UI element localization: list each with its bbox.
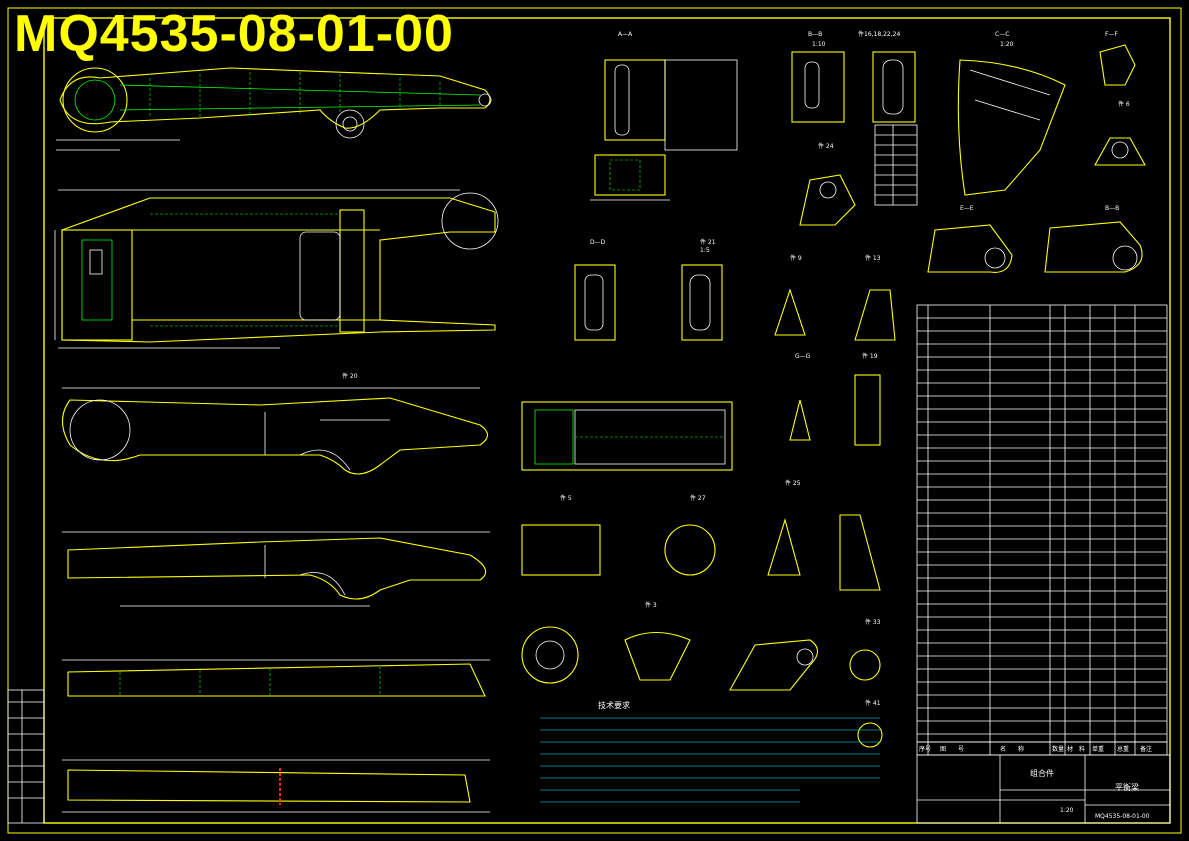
svg-text:件 27: 件 27 (690, 494, 706, 502)
svg-text:单重: 单重 (1092, 745, 1104, 753)
section-e-e-d-d (927, 221, 1143, 273)
plan-view (54, 189, 499, 349)
svg-text:件 21: 件 21 (700, 238, 716, 246)
svg-text:件 20: 件 20 (342, 372, 358, 380)
svg-text:E—E: E—E (960, 205, 974, 212)
view-labels: A—A B—B 件16,18,22,24 C—C F—F 件 6 件 24 E—… (342, 30, 1130, 707)
part-21-view (62, 531, 490, 607)
title-block: 组合件 平衡梁 MQ4535-08-01-00 1:20 (916, 754, 1171, 824)
svg-text:D—D: D—D (590, 239, 606, 246)
svg-text:件 5: 件 5 (560, 494, 572, 502)
title-code: MQ4535-08-01-00 (1095, 813, 1150, 820)
main-elevation-view (56, 67, 492, 151)
svg-text:件 41: 件 41 (865, 699, 881, 707)
parts-list-table (916, 304, 1168, 756)
svg-text:名 称: 名 称 (1000, 745, 1024, 753)
svg-text:件 24: 件 24 (818, 142, 834, 150)
svg-text:件 3: 件 3 (645, 601, 657, 609)
section-a-a (590, 59, 738, 201)
title-scale: 1:20 (1060, 807, 1074, 814)
svg-text:1:10: 1:10 (812, 41, 826, 48)
svg-text:1:20: 1:20 (1000, 41, 1014, 48)
frame-view (521, 401, 733, 471)
technical-notes: 技术要求 (540, 700, 880, 803)
svg-text:序号: 序号 (919, 745, 931, 753)
svg-text:备注: 备注 (1140, 745, 1152, 753)
notes-title: 技术要求 (598, 700, 630, 710)
svg-text:总重: 总重 (1117, 745, 1129, 753)
left-revision-strip (7, 689, 45, 824)
svg-text:件 25: 件 25 (785, 479, 801, 487)
inner-frame (43, 17, 1171, 824)
misc-small-parts (521, 174, 896, 748)
svg-text:F—F: F—F (1105, 31, 1118, 38)
svg-text:A—A: A—A (618, 31, 633, 38)
svg-text:B—B: B—B (808, 31, 822, 38)
flat-bar-views (62, 659, 490, 813)
svg-text:件 6: 件 6 (1118, 100, 1130, 108)
svg-text:件 13: 件 13 (865, 254, 881, 262)
outer-frame (7, 7, 1182, 834)
section-b-b (791, 51, 916, 123)
section-c-c (957, 59, 1066, 196)
svg-text:件 9: 件 9 (790, 254, 802, 262)
svg-text:材 料: 材 料 (1067, 745, 1085, 753)
section-f-f (1099, 44, 1136, 86)
title-assembly: 组合件 (1030, 768, 1054, 778)
part-6-view (1094, 137, 1146, 166)
svg-text:件 33: 件 33 (865, 618, 881, 626)
svg-text:件16,18,22,24: 件16,18,22,24 (858, 30, 900, 38)
svg-text:件 19: 件 19 (862, 352, 878, 360)
svg-text:G—G: G—G (795, 353, 811, 360)
section-d-d-mid (574, 264, 723, 341)
parts-list-header: 序号 图 号 名 称 数量 材 料 单重 总重 备注 (919, 745, 1152, 753)
svg-text:1:5: 1:5 (700, 247, 710, 254)
part-20-view (61, 387, 489, 475)
svg-text:C—C: C—C (995, 31, 1009, 38)
svg-text:图 号: 图 号 (940, 746, 964, 753)
small-parts-table (874, 124, 918, 206)
drawing-number-title: MQ4535-08-01-00 (14, 5, 454, 63)
title-part-name: 平衡梁 (1115, 782, 1139, 792)
svg-text:B—B: B—B (1105, 205, 1119, 212)
svg-text:数量: 数量 (1052, 745, 1064, 753)
